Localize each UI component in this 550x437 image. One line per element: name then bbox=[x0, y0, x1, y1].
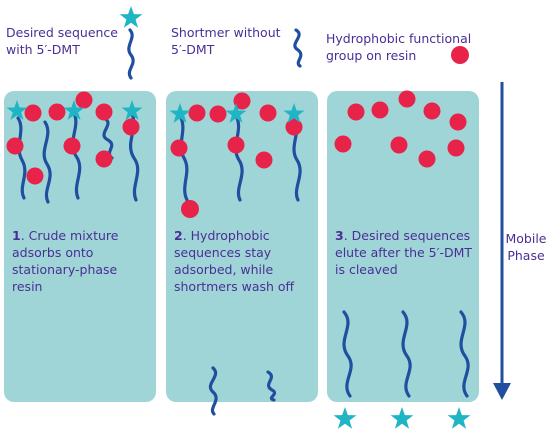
panel-3-bead bbox=[447, 139, 465, 157]
panel-1-strand-2 bbox=[42, 120, 52, 204]
panel-1-number: 1 bbox=[12, 228, 21, 243]
panel-1-caption: 1. Crude mixture adsorbs onto stationary… bbox=[4, 227, 152, 295]
panel-2-bead bbox=[227, 136, 245, 154]
legend-desired-line1: Desired sequence bbox=[6, 25, 118, 40]
panel-1-bead bbox=[95, 150, 113, 168]
panel-2-line1: . Hydrophobic bbox=[182, 228, 270, 243]
panel-2-bead bbox=[188, 104, 206, 122]
panel-3-number: 3 bbox=[335, 228, 344, 243]
panel-2-caption: 2. Hydrophobic sequences stay adsorbed, … bbox=[166, 227, 314, 295]
panel-2-line2: sequences stay bbox=[174, 245, 272, 260]
panel-2-bead bbox=[259, 104, 277, 122]
legend-desired-line2: with 5′-DMT bbox=[6, 42, 80, 57]
panel-3-bead bbox=[398, 90, 416, 108]
panel-1-bead bbox=[48, 103, 66, 121]
panel-2-washed-strand-2 bbox=[266, 370, 277, 402]
panel-3-bead bbox=[423, 102, 441, 120]
panel-2-bead bbox=[209, 105, 227, 123]
panel-1-bead bbox=[75, 91, 93, 109]
panel-1-bead bbox=[26, 167, 44, 185]
panel-2-star-icon bbox=[169, 103, 191, 123]
panel-1-line1: . Crude mixture bbox=[20, 228, 119, 243]
mobile-phase-line1: Mobile bbox=[505, 231, 547, 246]
panel-2-number: 2 bbox=[174, 228, 183, 243]
panel-2-strand-1 bbox=[178, 114, 189, 202]
panel-1-strand-3 bbox=[70, 109, 82, 200]
panel-1-bead bbox=[95, 103, 113, 121]
eluted-star-icon bbox=[390, 407, 414, 429]
panel-1-bead bbox=[122, 118, 140, 136]
panel-1-bead bbox=[24, 104, 42, 122]
legend-hydrophobic-line2: group on resin bbox=[326, 48, 417, 63]
legend-desired-strand bbox=[127, 28, 135, 80]
panel-3-line2: elute after the 5′-DMT bbox=[335, 245, 473, 260]
panel-3-bead bbox=[347, 103, 365, 121]
legend-shortmer-line1: Shortmer without bbox=[171, 25, 281, 40]
panel-3-caption: 3. Desired sequences elute after the 5′-… bbox=[327, 227, 475, 278]
panel-1-bead bbox=[63, 137, 81, 155]
legend-shortmer: Shortmer without 5′-DMT bbox=[171, 24, 281, 58]
panel-3-strand-2 bbox=[401, 310, 412, 398]
panel-1-bead bbox=[6, 137, 24, 155]
legend-shortmer-strand bbox=[293, 28, 303, 68]
panel-2-bead bbox=[233, 92, 251, 110]
panel-2-line3: adsorbed, while bbox=[174, 262, 274, 277]
legend-hydrophobic: Hydrophobic functional group on resin bbox=[326, 30, 471, 64]
mobile-phase-line2: Phase bbox=[507, 248, 545, 263]
panel-3-bead bbox=[334, 135, 352, 153]
panel-3-line3: is cleaved bbox=[335, 262, 398, 277]
panel-3-bead bbox=[371, 101, 389, 119]
panel-3-strand-3 bbox=[459, 310, 470, 398]
panel-2-bead bbox=[170, 139, 188, 157]
panel-1-strand-1 bbox=[16, 116, 27, 200]
panel-2-bead bbox=[285, 118, 303, 136]
legend-desired: Desired sequence with 5′-DMT bbox=[6, 24, 118, 58]
legend-hydrophobic-line1: Hydrophobic functional bbox=[326, 31, 472, 46]
eluted-star-icon bbox=[333, 407, 357, 429]
panel-2-bead bbox=[181, 200, 199, 218]
panel-3-bead bbox=[449, 113, 467, 131]
panel-3-strand-1 bbox=[342, 310, 353, 398]
panel-1-line3: stationary-phase bbox=[12, 262, 118, 277]
mobile-phase-label: Mobile Phase bbox=[503, 230, 549, 264]
panel-1-line4: resin bbox=[12, 279, 43, 294]
legend-bead bbox=[451, 46, 469, 64]
panel-2-bead bbox=[255, 151, 273, 169]
panel-2-line4: shortmers wash off bbox=[174, 279, 295, 294]
panel-3-bead bbox=[390, 136, 408, 154]
panel-3-bead bbox=[418, 150, 436, 168]
panel-1-line2: adsorbs onto bbox=[12, 245, 94, 260]
legend-shortmer-line2: 5′-DMT bbox=[171, 42, 215, 57]
eluted-star-icon bbox=[447, 407, 471, 429]
mobile-phase-arrow-head bbox=[493, 383, 511, 400]
panel-3-line1: . Desired sequences bbox=[343, 228, 471, 243]
panel-2-strand-2 bbox=[234, 114, 244, 202]
panel-2-washed-strand-1 bbox=[208, 366, 218, 416]
legend-star-icon bbox=[119, 6, 143, 28]
